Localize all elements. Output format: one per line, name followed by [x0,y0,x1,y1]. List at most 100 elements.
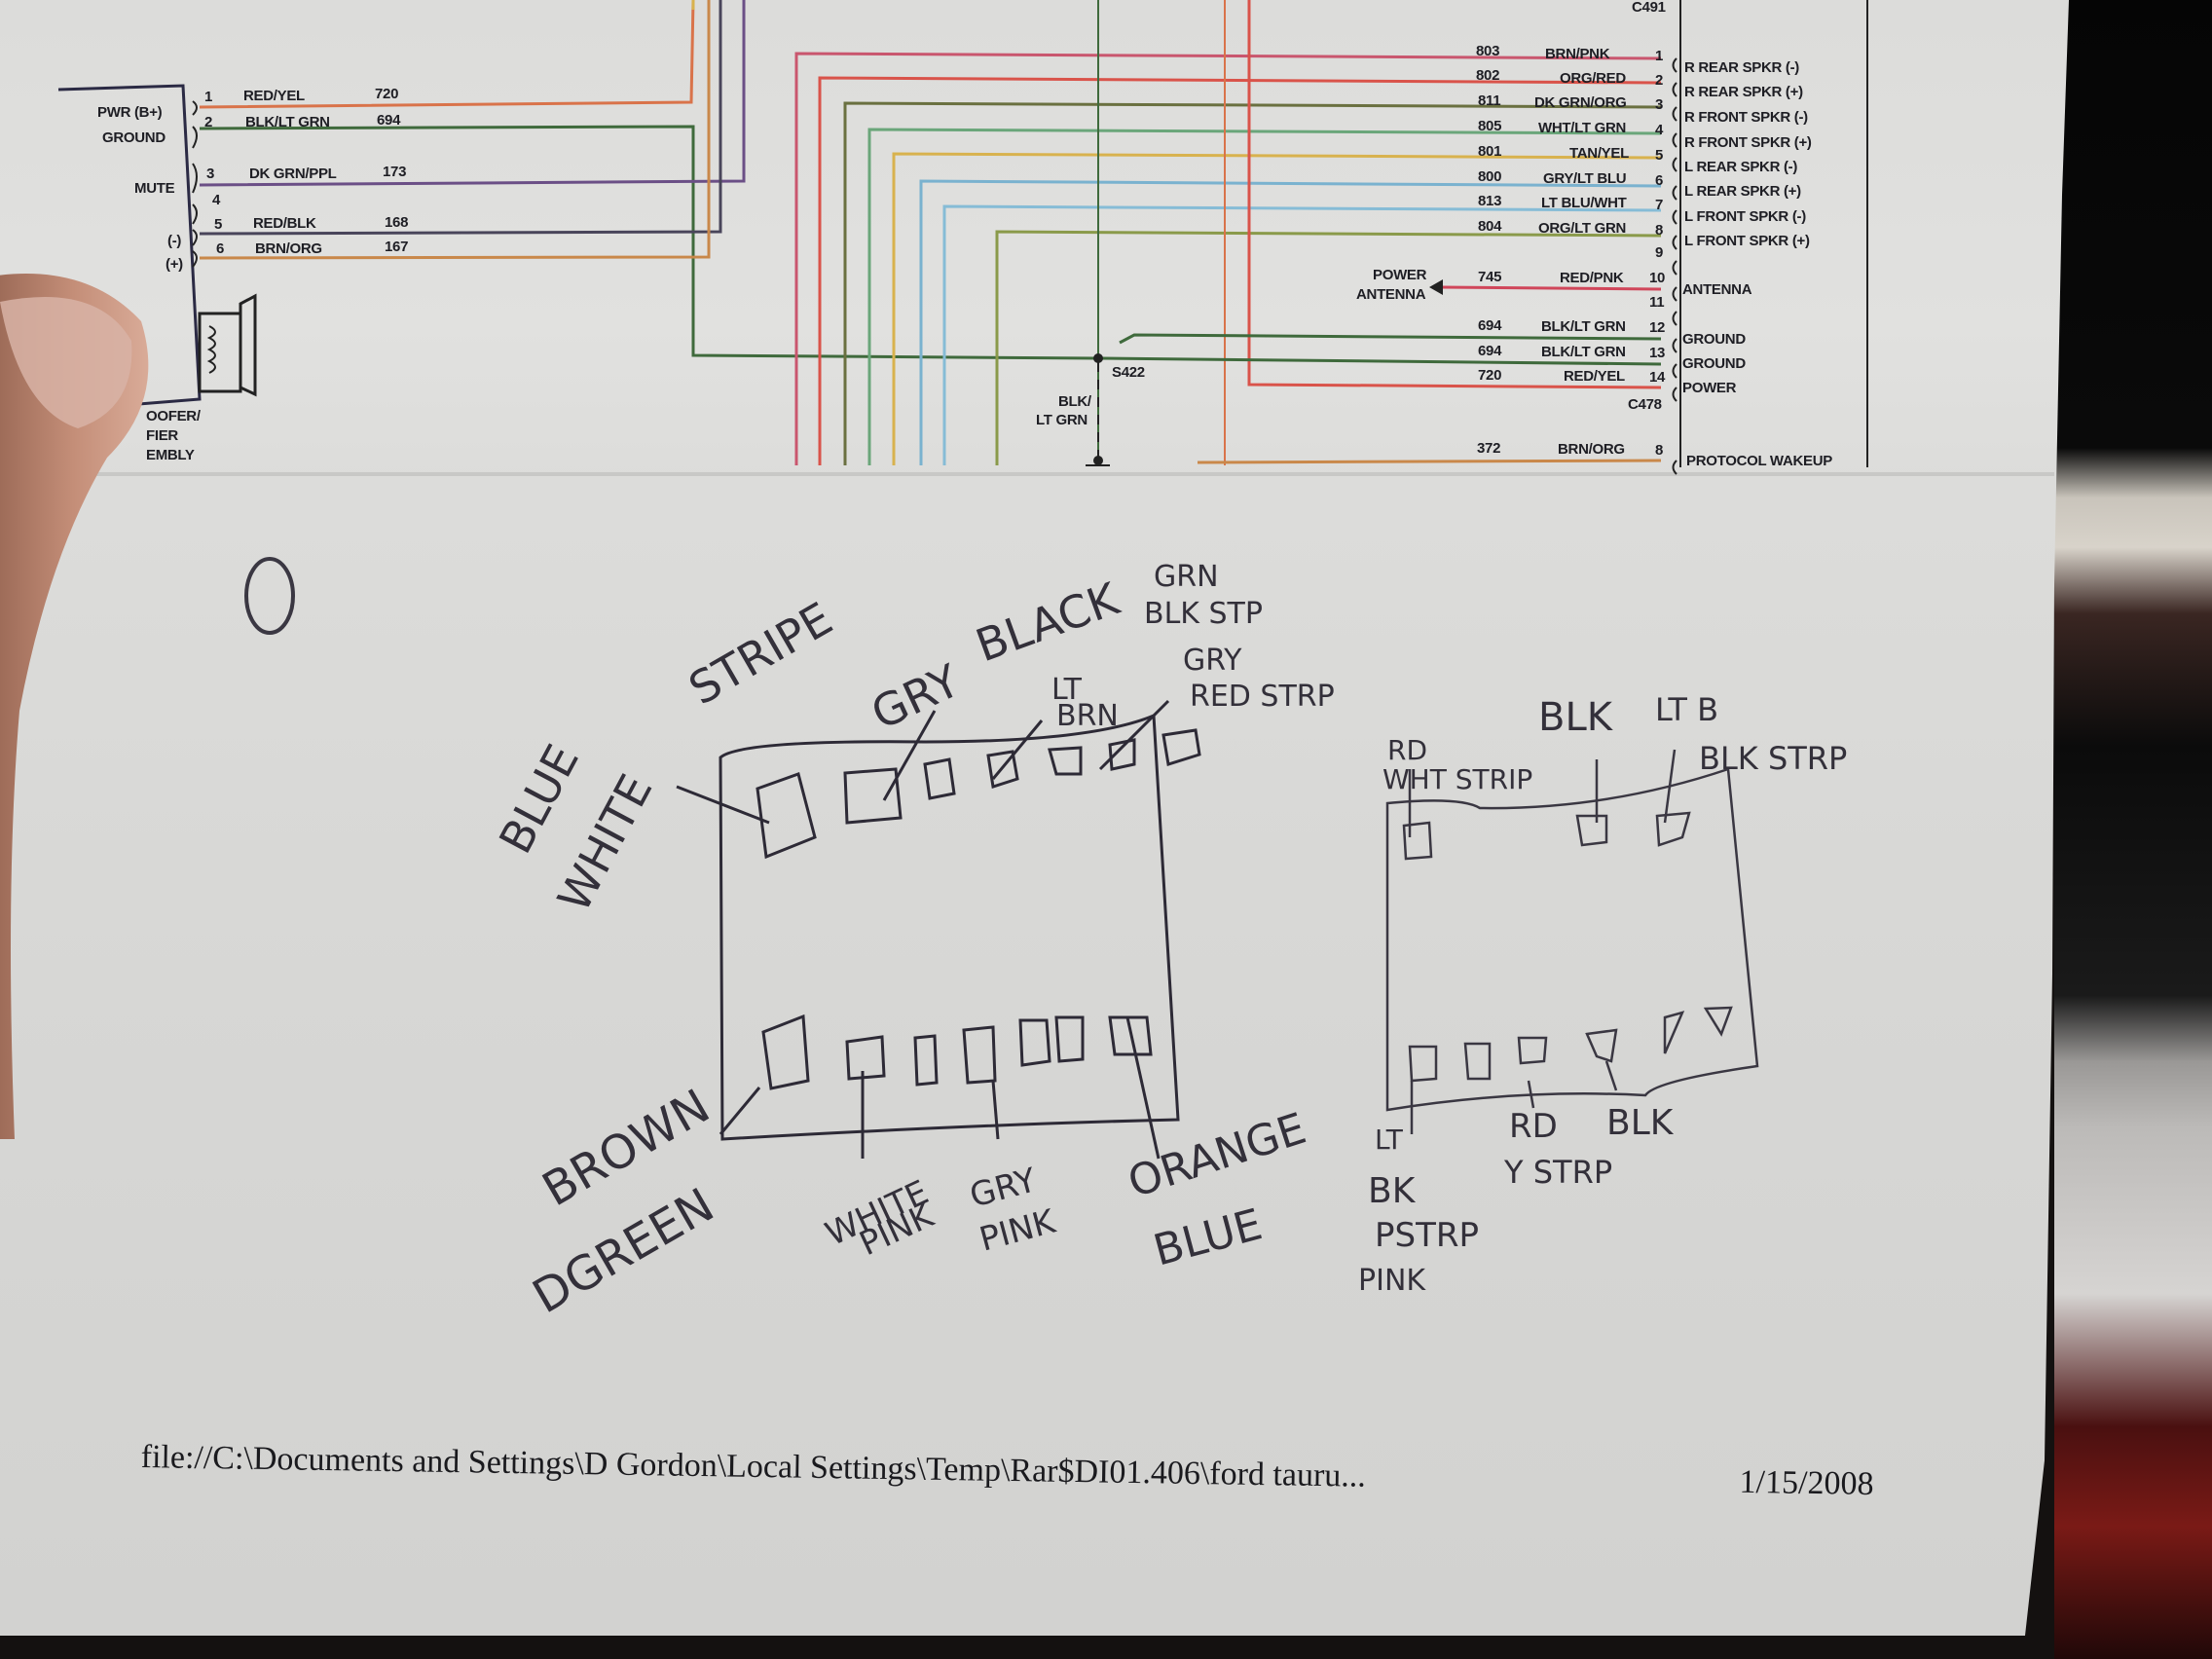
left-pin-num: 2 [204,114,212,130]
power-antenna-label: POWER [1373,267,1427,283]
thumbnail [0,297,132,428]
circuit-num: 694 [1478,343,1502,359]
wire-color: ORG/RED [1560,70,1626,87]
sketch-right-connector [1385,749,1759,1134]
note-gry-2: GRY [1183,644,1242,678]
pin-num: 12 [1649,319,1665,336]
pin-num: 14 [1649,369,1666,386]
note-blk-strp: BLK STRP [1699,740,1847,777]
pin-function: GROUND [1682,331,1746,348]
pin-num: 2 [1655,72,1663,89]
circuit-num: 372 [1477,440,1500,457]
wire-color: BRN/ORG [1558,441,1625,458]
pin-num: 8 [1655,442,1663,459]
pin-function: L FRONT SPKR (-) [1684,208,1806,225]
splice-s422 [1086,353,1110,466]
note-blk-stp: BLK STP [1144,597,1263,631]
antenna-arrow-icon [1429,279,1443,295]
wire-color: ORG/LT GRN [1538,220,1626,237]
wire-color: BRN/PNK [1545,46,1610,62]
note-lt-b: LT B [1655,691,1718,728]
pin-num: 1 [1655,48,1663,64]
pin-function: ANTENNA [1682,281,1752,298]
thumb [0,274,149,1139]
pin-function: R FRONT SPKR (+) [1684,134,1812,151]
pin-function: L FRONT SPKR (+) [1684,233,1810,249]
circuit-num: 802 [1476,67,1499,84]
circuit-num: 745 [1478,269,1501,285]
page-crease [0,472,2054,476]
background-desk [2054,0,2212,1659]
left-wire-color: RED/YEL [243,88,305,104]
pin-function: R REAR SPKR (+) [1684,84,1803,100]
note-black: BLACK [969,571,1126,672]
pin-num: 7 [1655,197,1663,213]
sketch-left-connector [676,699,1201,1160]
circuit-num: 694 [1478,317,1502,334]
circuit-num: 805 [1478,118,1501,134]
note-bk: BK [1368,1171,1417,1211]
left-pin-num: 3 [206,166,214,182]
left-pin-num: 4 [212,192,221,208]
pin-num: 8 [1655,222,1663,239]
circuit-num: 804 [1478,218,1502,235]
amplifier-label: FIER [146,427,178,444]
footer-date: 1/15/2008 [1739,1463,1874,1502]
right-pin-table: 803 BRN/PNK 1 R REAR SPKR (-) 802 ORG/RE… [1476,43,1833,469]
wire-color: WHT/LT GRN [1538,120,1626,136]
left-function-3: MUTE [134,180,175,197]
amplifier-label: OOFER/ [146,408,202,424]
note-y-strp: Y STRP [1503,1154,1612,1191]
pin-num: 11 [1649,294,1664,311]
wire-color: DK GRN/ORG [1534,94,1627,111]
pin-num: 13 [1649,345,1665,361]
left-function-1: PWR (B+) [97,104,163,121]
wire-color: RED/YEL [1564,368,1625,385]
splice-wire-label: BLK/ [1058,393,1092,410]
note-lt-2: LT [1375,1124,1404,1156]
pin-function: PROTOCOL WAKEUP [1686,453,1832,469]
left-circuit-num: 173 [383,164,406,180]
left-circuit-num: 168 [385,214,408,231]
wire-color: GRY/LT BLU [1543,170,1626,187]
left-function-6: (+) [166,256,183,273]
pin-function: R FRONT SPKR (-) [1684,109,1808,126]
note-orange: ORANGE [1123,1104,1312,1208]
circuit-num: 811 [1478,92,1500,109]
circuit-num: 800 [1478,168,1501,185]
circuit-num: 720 [1478,367,1501,384]
right-pin-brackets [1672,57,1677,475]
note-red-strp: RED STRP [1190,680,1335,714]
left-wire-color: BRN/ORG [255,240,322,257]
note-rd-2: RD [1509,1107,1558,1146]
pin-num: 10 [1649,270,1665,286]
note-grn: GRN [1154,560,1219,594]
radio-connector-box [1679,0,1868,467]
note-wht-strip: WHT STRIP [1382,763,1532,795]
connector-id-bottom: C478 [1628,396,1662,413]
note-gry: GRY [864,653,969,740]
left-circuit-num: 720 [375,86,398,102]
pin-function: L REAR SPKR (-) [1684,159,1797,175]
left-pin-num: 1 [204,89,212,105]
printed-page [0,0,2069,1636]
wire-color: TAN/YEL [1569,145,1629,162]
wire-color: BLK/LT GRN [1541,344,1626,360]
note-pink-3: PINK [1358,1264,1426,1298]
note-lt: LT [1051,673,1083,707]
power-antenna-label: ANTENNA [1356,286,1426,303]
left-function-5: (-) [167,233,181,249]
left-pin-brackets [192,100,198,268]
pin-num: 9 [1655,244,1663,261]
left-wire-color: DK GRN/PPL [249,166,337,182]
splice-id: S422 [1112,364,1145,381]
left-pin-num: 5 [214,216,222,233]
left-wire-color: BLK/LT GRN [245,114,330,130]
wire-color: BLK/LT GRN [1541,318,1626,335]
left-wires [199,0,1097,360]
left-pin-num: 6 [216,240,224,257]
pin-num: 3 [1655,96,1663,113]
